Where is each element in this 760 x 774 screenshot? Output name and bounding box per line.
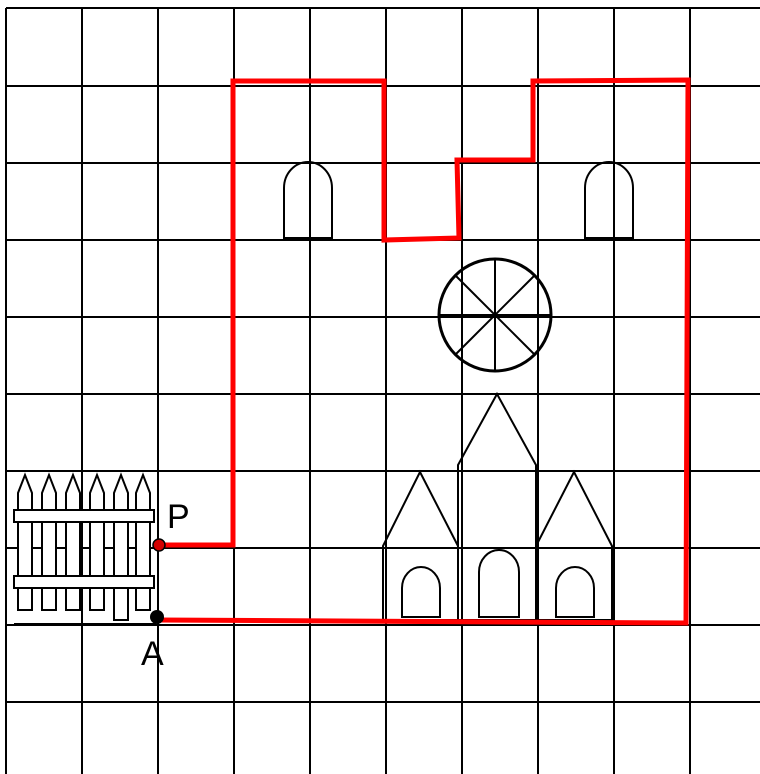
window-icon [284, 162, 332, 238]
rose-window-icon [439, 259, 551, 371]
church-facade-icon [383, 394, 612, 620]
fence-icon [14, 475, 156, 624]
label-p: P [167, 498, 190, 536]
point-a [150, 610, 164, 624]
point-p [153, 539, 165, 551]
window-icon [585, 162, 633, 238]
label-a: A [141, 635, 164, 673]
